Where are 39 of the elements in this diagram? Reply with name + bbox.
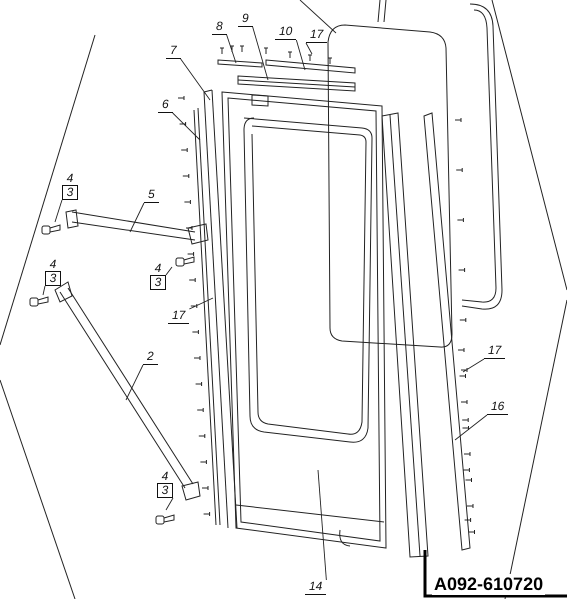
leader-line — [300, 0, 336, 34]
callout-number: 10 — [275, 25, 296, 40]
callout-number: 14 — [305, 580, 326, 595]
leader-line — [318, 470, 327, 580]
leader-line — [296, 40, 306, 70]
leader-line — [306, 42, 312, 54]
boxed-callout-number: 3 — [150, 275, 166, 290]
boxed-callout-number: 3 — [45, 271, 61, 286]
callout-number: 2 — [143, 350, 158, 365]
callout-number: 16 — [487, 400, 508, 415]
leader-line — [462, 358, 484, 372]
callout-number: 8 — [212, 20, 227, 35]
leader-line — [130, 202, 144, 232]
callout-number: 7 — [166, 44, 181, 59]
leader-line — [454, 414, 488, 440]
leader-line — [188, 298, 214, 310]
callout-number: 9 — [238, 12, 253, 27]
callout-number: 17 — [306, 28, 328, 43]
boxed-callout-number: 3 — [157, 483, 173, 498]
leader-line — [180, 58, 210, 100]
drawing-number: A092-610720 — [432, 574, 546, 595]
callout-number: 5 — [144, 188, 159, 203]
callout-number: 17 — [168, 309, 190, 324]
callout-number: 17 — [484, 344, 506, 359]
leader-line — [166, 266, 172, 276]
quantity-number: 4 — [48, 258, 58, 271]
leader-line — [126, 364, 144, 400]
quantity-number: 4 — [66, 172, 74, 185]
leader-line — [252, 26, 268, 80]
quantity-number: 4 — [160, 470, 170, 483]
callout-number: 6 — [158, 98, 173, 113]
leader-line — [54, 200, 62, 222]
leader-line — [226, 34, 236, 64]
glass-panel — [328, 24, 452, 348]
leader-line — [166, 498, 174, 510]
quantity-number: 4 — [154, 262, 162, 275]
boxed-callout-number: 3 — [62, 185, 78, 200]
leader-line — [172, 112, 200, 140]
leader-line — [42, 286, 46, 296]
